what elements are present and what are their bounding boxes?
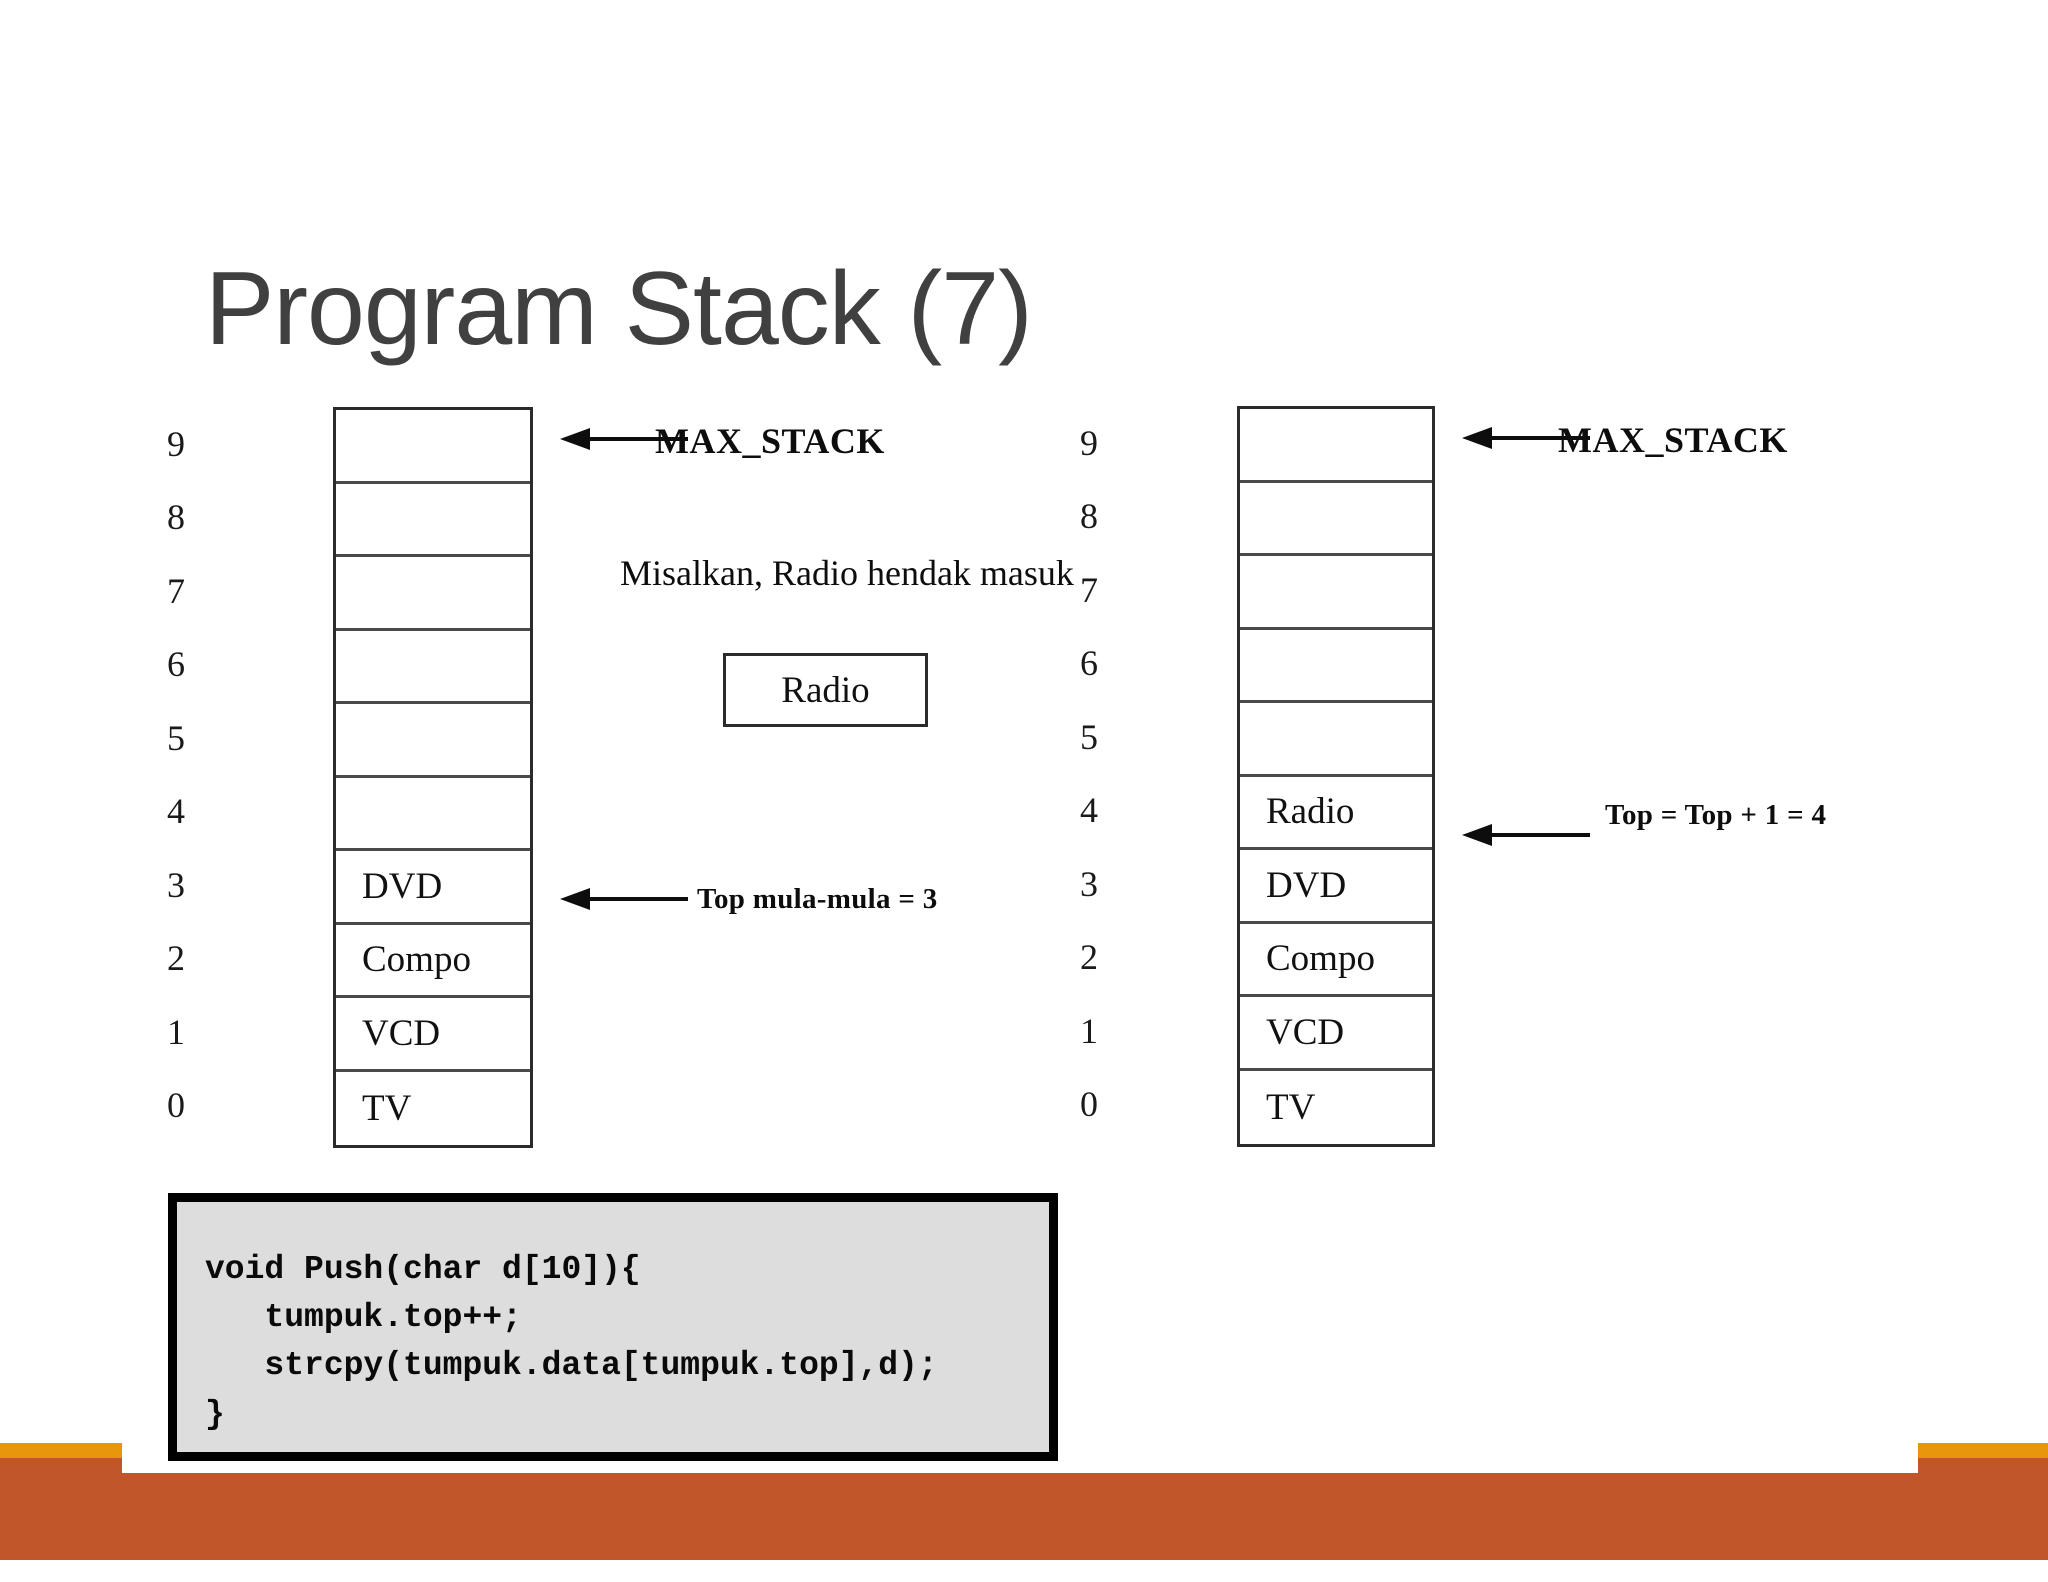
code-block: void Push(char d[10]){ tumpuk.top++; str… <box>168 1193 1058 1461</box>
stack-cell: Radio <box>1240 776 1432 850</box>
index-label: 4 <box>1080 790 1098 831</box>
index-label: 3 <box>1080 863 1098 904</box>
index-label: 7 <box>1080 569 1098 610</box>
footer-bar-center <box>118 1473 1922 1560</box>
index-label: 1 <box>167 1011 185 1052</box>
right-stack-group: 9 8 7 6 5 4 3 2 1 0 Radio DVD Compo VCD … <box>0 406 1500 1147</box>
max-stack-arrow-right <box>1462 427 1590 449</box>
max-stack-label-right: MAX_STACK <box>1558 420 1788 460</box>
page-title: Program Stack (7) <box>205 251 1033 367</box>
stack-cell <box>1240 409 1432 483</box>
left-stack-index-column: 9 8 7 6 5 4 3 2 1 0 <box>152 407 200 1142</box>
stack-cell <box>336 777 530 851</box>
stack-cell <box>336 410 530 484</box>
index-label: 8 <box>1080 496 1098 537</box>
stack-cell <box>336 483 530 557</box>
index-label: 6 <box>1080 643 1098 684</box>
footer-bar-right <box>1918 1458 2048 1560</box>
index-label: 0 <box>167 1085 185 1126</box>
top-updated-arrow <box>1462 824 1590 846</box>
stack-cell: VCD <box>1240 997 1432 1071</box>
stack-cell: DVD <box>1240 850 1432 924</box>
top-pointer-arrow-left <box>560 888 688 910</box>
right-stack-cells: Radio DVD Compo VCD TV <box>1237 406 1435 1147</box>
stack-cell <box>1240 556 1432 630</box>
stack-cell: TV <box>1240 1070 1432 1144</box>
stack-cell <box>336 630 530 704</box>
index-label: 2 <box>167 938 185 979</box>
index-label: 9 <box>167 423 185 464</box>
max-stack-arrow-left <box>560 428 688 450</box>
stack-cell: VCD <box>336 998 530 1072</box>
left-stack-group: 9 8 7 6 5 4 3 2 1 0 DVD Compo VCD TV <box>0 407 560 1148</box>
code-text: void Push(char d[10]){ tumpuk.top++; str… <box>205 1251 938 1433</box>
stack-cell <box>1240 629 1432 703</box>
stack-cell: TV <box>336 1071 530 1145</box>
index-label: 5 <box>167 717 185 758</box>
top-initial-label: Top mula-mula = 3 <box>697 883 938 915</box>
right-stack-index-column: 9 8 7 6 5 4 3 2 1 0 <box>1065 406 1113 1141</box>
index-label: 3 <box>167 864 185 905</box>
incoming-item-box: Radio <box>723 653 928 727</box>
stack-cell: Compo <box>336 924 530 998</box>
stack-cell <box>1240 703 1432 777</box>
index-label: 5 <box>1080 716 1098 757</box>
stack-cell <box>336 557 530 631</box>
index-label: 2 <box>1080 937 1098 978</box>
incoming-note: Misalkan, Radio hendak masuk <box>620 553 1074 593</box>
index-label: 8 <box>167 497 185 538</box>
footer-bar-left <box>0 1458 122 1560</box>
index-label: 4 <box>167 791 185 832</box>
index-label: 9 <box>1080 422 1098 463</box>
index-label: 1 <box>1080 1010 1098 1051</box>
index-label: 0 <box>1080 1084 1098 1125</box>
top-updated-label: Top = Top + 1 = 4 <box>1605 799 1827 831</box>
index-label: 7 <box>167 570 185 611</box>
index-label: 6 <box>167 644 185 685</box>
stack-cell: Compo <box>1240 923 1432 997</box>
stack-cell <box>336 704 530 778</box>
stack-cell: DVD <box>336 851 530 925</box>
left-stack-cells: DVD Compo VCD TV <box>333 407 533 1148</box>
max-stack-label-left: MAX_STACK <box>655 421 885 461</box>
stack-cell <box>1240 482 1432 556</box>
